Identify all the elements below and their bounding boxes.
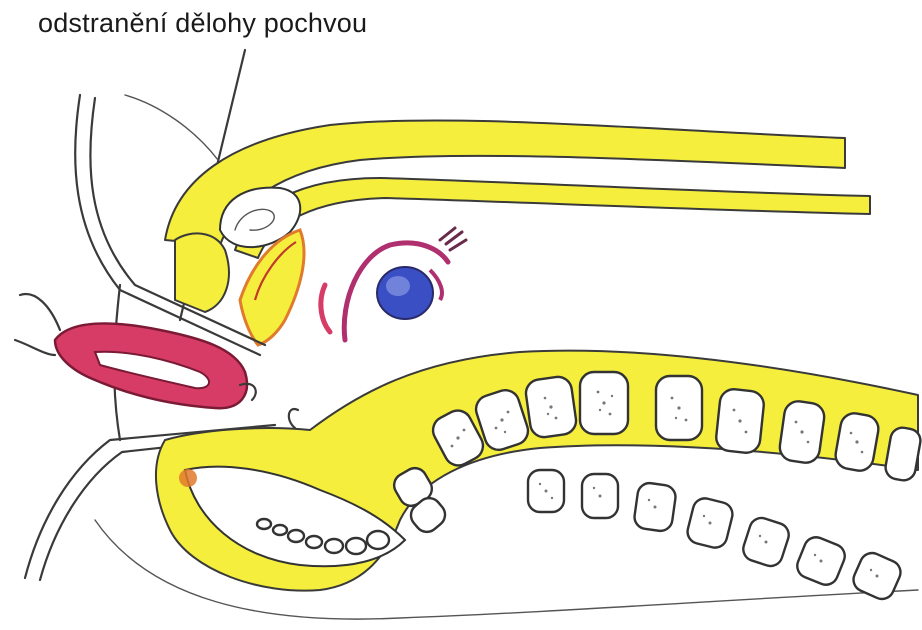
rectal-mark: [179, 469, 197, 487]
bladder-fat: [175, 233, 229, 312]
inner-fat-band: [235, 178, 870, 258]
clamp-left-top: [20, 294, 60, 330]
clamp-left-bottom: [15, 340, 55, 355]
vaginal-opening-hook: [289, 409, 298, 428]
ligament: [321, 285, 330, 332]
body-contour: [125, 95, 218, 160]
fimbriae: [440, 228, 466, 250]
ovary-highlight: [386, 276, 410, 296]
